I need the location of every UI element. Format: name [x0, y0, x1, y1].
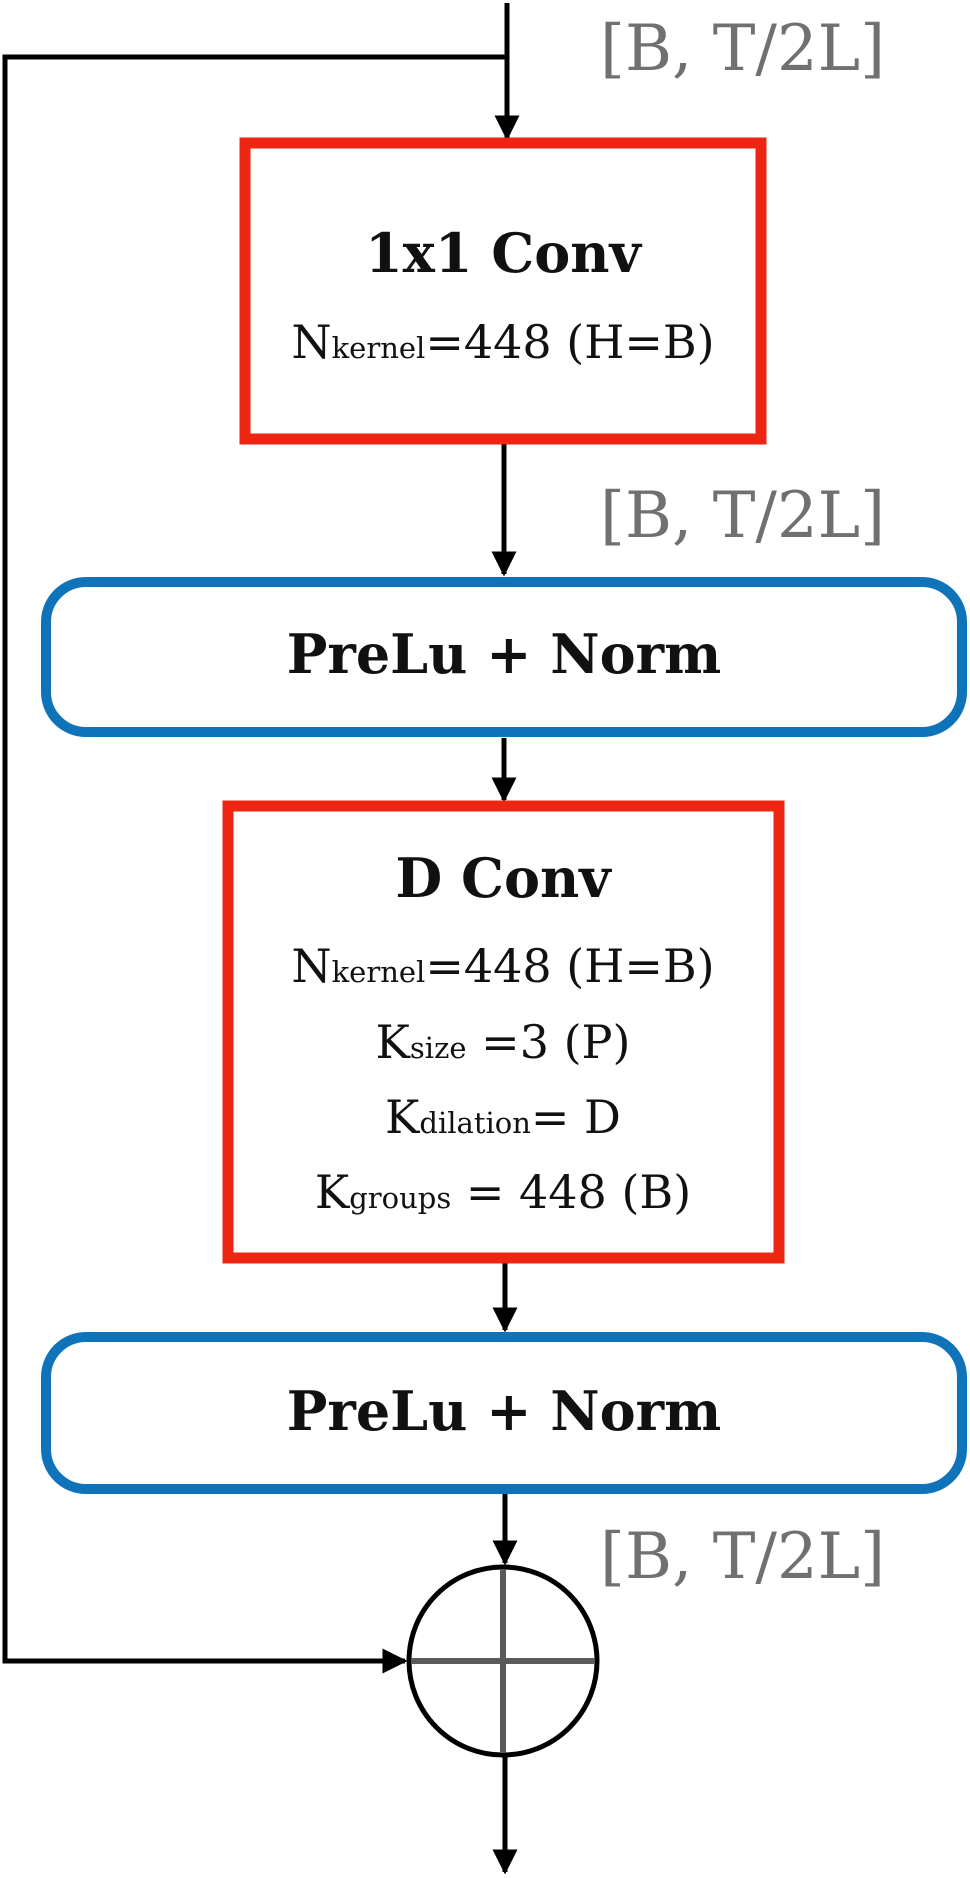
dim-label-top: [B, T/2L]: [600, 12, 885, 86]
dconv-groups-param: Kgroups = 448 (B): [315, 1165, 691, 1219]
prelu-norm-block-1: PreLu + Norm: [41, 577, 967, 737]
dconv-block: D Conv Nkernel=448 (H=B) Ksize =3 (P) Kd…: [222, 800, 785, 1264]
conv1x1-title: 1x1 Conv: [365, 221, 642, 285]
dconv-title: D Conv: [395, 846, 612, 910]
circled-plus-icon: [406, 1564, 600, 1758]
dim-label-middle: [B, T/2L]: [600, 479, 885, 553]
dconv-size-param: Ksize =3 (P): [376, 1015, 631, 1069]
conv1x1-block: 1x1 Conv Nkernel=448 (H=B): [239, 137, 767, 445]
dconv-kernel-param: Nkernel=448 (H=B): [291, 939, 714, 993]
dconv-dilation-param: Kdilation= D: [385, 1090, 621, 1144]
prelu-norm-block-2: PreLu + Norm: [41, 1332, 967, 1494]
prelu-norm-label-1: PreLu + Norm: [287, 622, 721, 686]
conv1x1-kernel-param: Nkernel=448 (H=B): [291, 315, 714, 369]
skip-connection: [2, 54, 507, 1674]
prelu-norm-label-2: PreLu + Norm: [287, 1379, 721, 1443]
dim-label-bottom: [B, T/2L]: [600, 1520, 885, 1594]
